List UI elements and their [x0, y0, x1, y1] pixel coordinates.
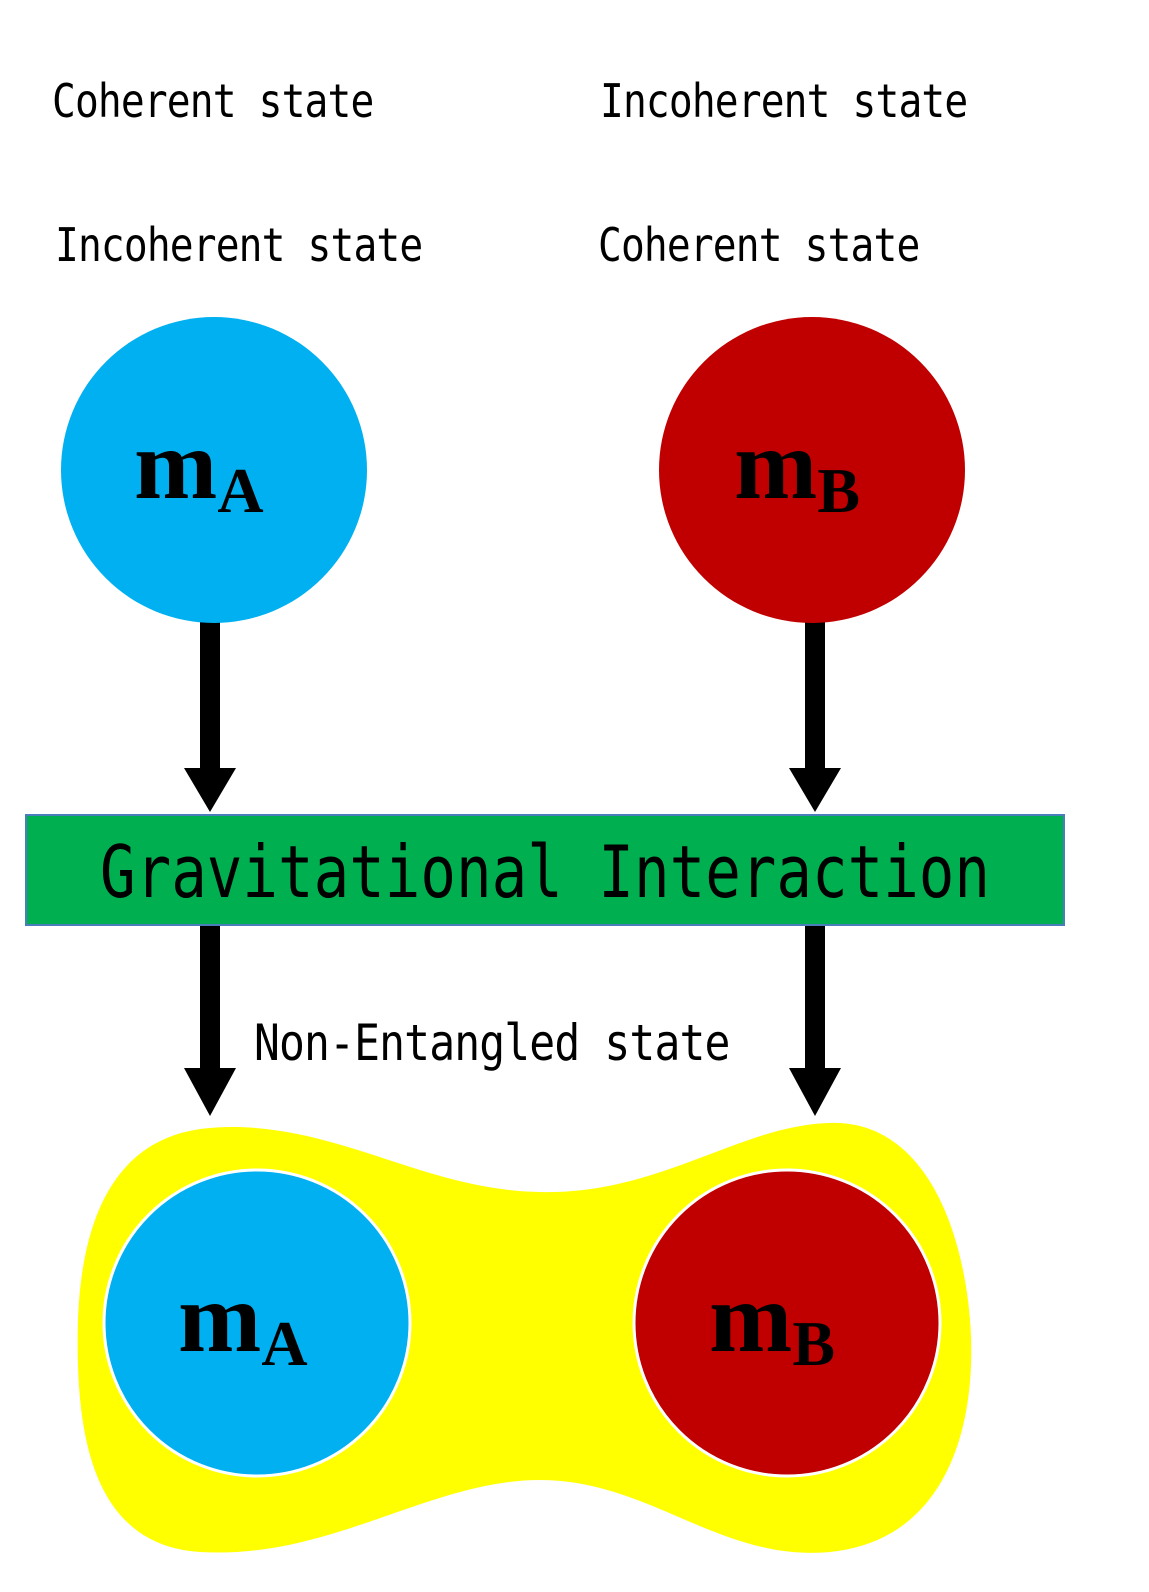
svg-text:mA: mA [134, 409, 264, 526]
mass-a-bottom-symbol: m [178, 1262, 261, 1373]
svg-text:mB: mB [709, 1262, 835, 1379]
mass-b-bottom-symbol: m [709, 1262, 792, 1373]
mass-a-top: mA [61, 317, 367, 623]
label-coherent-right: Coherent state [598, 218, 920, 272]
mass-b-symbol: m [734, 409, 817, 520]
banner-label: Gravitational Interaction [100, 830, 990, 914]
mass-a-bottom: mA [102, 1168, 412, 1478]
mass-b-top: mB [659, 317, 965, 623]
arrow-b-top [789, 622, 841, 812]
mass-a-bottom-subscript: A [261, 1308, 307, 1379]
label-coherent-left: Coherent state [52, 74, 374, 128]
arrow-a-bottom [184, 925, 236, 1116]
arrow-b-bottom [789, 925, 841, 1116]
label-incoherent-left: Incoherent state [55, 218, 423, 272]
label-non-entangled: Non-Entangled state [254, 1014, 730, 1072]
mass-b-bottom-subscript: B [792, 1308, 835, 1379]
mass-a-subscript: A [217, 455, 263, 526]
mass-b-subscript: B [817, 455, 860, 526]
arrow-a-top [184, 622, 236, 812]
svg-text:mA: mA [178, 1262, 308, 1379]
mass-a-symbol: m [134, 409, 217, 520]
interaction-banner: Gravitational Interaction [25, 814, 1065, 926]
label-incoherent-right: Incoherent state [600, 74, 968, 128]
mass-b-bottom: mB [632, 1168, 942, 1478]
svg-text:mB: mB [734, 409, 860, 526]
